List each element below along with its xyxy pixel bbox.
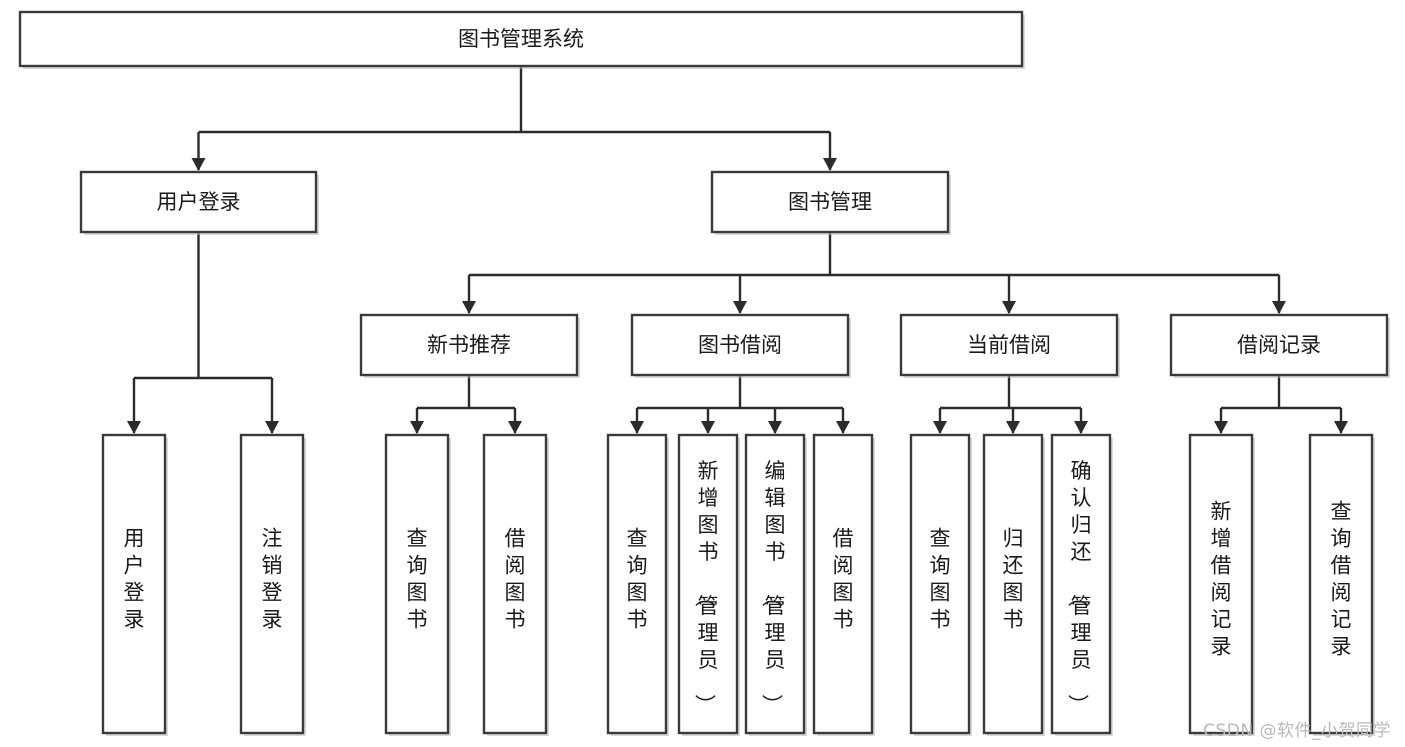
node-label: 借阅记录 [1237, 333, 1321, 357]
arrow-head-icon [1272, 301, 1286, 314]
node-label: 新增借阅记录 [1211, 500, 1232, 659]
arrow-head-icon [410, 421, 424, 434]
node-leaf-新增借阅记录[interactable]: 新增借阅记录 [1188, 433, 1255, 736]
arrow-head-icon [1074, 421, 1088, 434]
node-label: 新增图书（管理员） [693, 459, 719, 715]
node-label: 注销登录 [262, 527, 283, 632]
node-root-图书管理系统[interactable]: 图书管理系统 [18, 10, 1025, 69]
arrow-head-icon [823, 158, 837, 171]
node-leaf-借阅图书[interactable]: 借阅图书 [482, 433, 549, 736]
arrow-head-icon [191, 158, 206, 171]
arrow-head-icon [1002, 301, 1016, 314]
node-level3-新书推荐[interactable]: 新书推荐 [359, 313, 580, 378]
arrow-head-icon [1334, 421, 1348, 434]
arrow-head-icon [508, 421, 522, 434]
node-box[interactable] [384, 433, 450, 735]
node-box[interactable] [744, 433, 806, 735]
node-label: 查询图书 [627, 527, 648, 632]
arrow-head-icon [462, 301, 476, 314]
node-label: 借阅图书 [833, 527, 854, 632]
node-box[interactable] [606, 433, 668, 735]
node-label: 归还图书 [1003, 527, 1024, 632]
node-box[interactable] [899, 313, 1119, 377]
node-leaf-查询图书[interactable]: 查询图书 [909, 433, 972, 736]
node-label: 借阅图书 [505, 527, 526, 632]
node-label: 新书推荐 [427, 333, 511, 357]
node-label: 查询图书 [407, 527, 428, 632]
connectors-layer [127, 66, 1348, 434]
node-label: 用户登录 [124, 527, 145, 632]
node-box[interactable] [1169, 313, 1389, 377]
node-label: 编辑图书（管理员） [760, 459, 786, 715]
node-label: 确认归还（管理员） [1066, 459, 1092, 715]
node-box[interactable] [710, 170, 950, 234]
node-level2-用户登录[interactable]: 用户登录 [79, 170, 319, 235]
node-box[interactable] [909, 433, 971, 735]
node-leaf-确认归还管理员[interactable]: 确认归还（管理员） [1050, 433, 1113, 736]
node-box[interactable] [79, 170, 318, 234]
node-box[interactable] [1050, 433, 1112, 735]
node-level3-借阅记录[interactable]: 借阅记录 [1169, 313, 1390, 378]
node-box[interactable] [482, 433, 548, 735]
node-box[interactable] [1308, 433, 1374, 735]
node-label: 查询图书 [930, 527, 951, 632]
node-box[interactable] [101, 433, 167, 735]
arrow-head-icon [768, 421, 782, 434]
node-leaf-借阅图书[interactable]: 借阅图书 [812, 433, 875, 736]
node-leaf-编辑图书管理员[interactable]: 编辑图书（管理员） [744, 433, 807, 736]
node-box[interactable] [982, 433, 1044, 735]
arrow-head-icon [933, 421, 947, 434]
nodes-layer: 图书管理系统用户登录图书管理新书推荐图书借阅当前借阅借阅记录用户登录注销登录查询… [18, 10, 1390, 736]
node-label: 图书管理 [788, 190, 872, 214]
csdn-watermark: CSDN @软件_小贺同学 [1203, 721, 1391, 741]
node-leaf-查询图书[interactable]: 查询图书 [384, 433, 451, 736]
node-level2-图书管理[interactable]: 图书管理 [710, 170, 951, 235]
node-label: 查询借阅记录 [1331, 500, 1352, 659]
node-leaf-归还图书[interactable]: 归还图书 [982, 433, 1045, 736]
arrow-head-icon [701, 421, 715, 434]
node-label: 图书借阅 [698, 333, 782, 357]
arrow-head-icon [127, 421, 141, 434]
node-box[interactable] [18, 10, 1024, 68]
node-leaf-注销登录[interactable]: 注销登录 [239, 433, 306, 736]
arrow-head-icon [265, 421, 279, 434]
arrow-head-icon [630, 421, 644, 434]
arrow-head-icon [1006, 421, 1020, 434]
node-leaf-查询图书[interactable]: 查询图书 [606, 433, 669, 736]
node-leaf-查询借阅记录[interactable]: 查询借阅记录 [1308, 433, 1375, 736]
node-box[interactable] [359, 313, 579, 377]
node-box[interactable] [812, 433, 874, 735]
node-label: 用户登录 [157, 190, 241, 214]
node-level3-当前借阅[interactable]: 当前借阅 [899, 313, 1120, 378]
arrow-head-icon [733, 301, 747, 314]
node-label: 图书管理系统 [458, 27, 584, 51]
node-label: 当前借阅 [967, 333, 1051, 357]
arrow-head-icon [1214, 421, 1228, 434]
node-box[interactable] [1188, 433, 1254, 735]
arrow-head-icon [836, 421, 850, 434]
node-box[interactable] [677, 433, 739, 735]
node-level3-图书借阅[interactable]: 图书借阅 [630, 313, 851, 378]
node-leaf-用户登录[interactable]: 用户登录 [101, 433, 168, 736]
node-box[interactable] [630, 313, 850, 377]
node-box[interactable] [239, 433, 305, 735]
node-leaf-新增图书管理员[interactable]: 新增图书（管理员） [677, 433, 740, 736]
